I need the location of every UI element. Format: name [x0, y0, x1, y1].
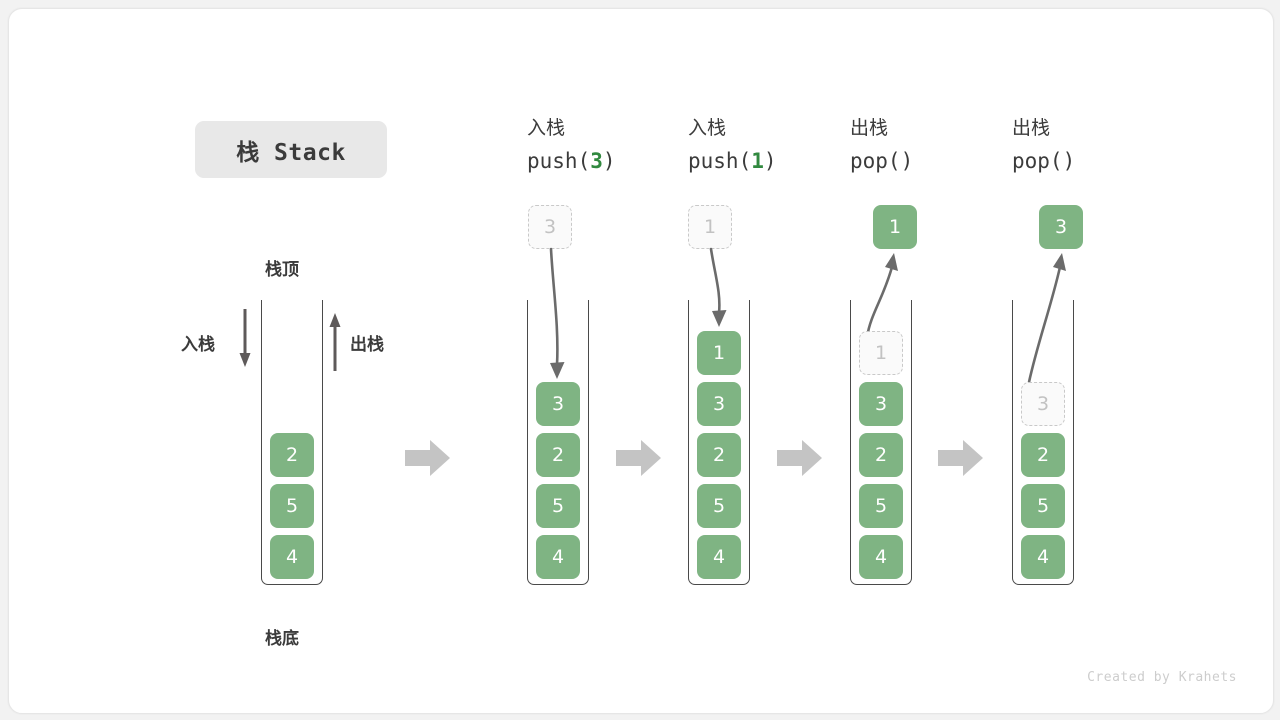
column-header-cn: 入栈 [527, 117, 566, 139]
stack-cell: 2 [859, 433, 903, 477]
pending-push-value: 1 [703, 216, 717, 238]
stack-cell: 3 [697, 382, 741, 426]
stack-container [261, 300, 323, 585]
column-header-code: push(1) [688, 149, 777, 173]
stack-cell: 5 [1021, 484, 1065, 528]
diagram-title-chip: 栈 Stack [195, 121, 387, 178]
pending-push-box: 3 [528, 205, 572, 249]
column-header-cn: 出栈 [850, 117, 889, 139]
page-title: 栈 Stack [236, 139, 346, 166]
stack-top-label: 栈顶 [265, 260, 299, 280]
stack-cell-removed: 3 [1021, 382, 1065, 426]
stack-cell-removed: 1 [859, 331, 903, 375]
stack-cell: 4 [697, 535, 741, 579]
step-arrow-icon [405, 437, 451, 484]
popped-value-box: 3 [1039, 205, 1083, 249]
stack-items: 4 5 2 3 1 [850, 300, 912, 585]
popped-value: 1 [888, 216, 902, 238]
stack-bottom-label: 栈底 [265, 629, 299, 649]
stack-cell: 4 [270, 535, 314, 579]
column-header-arg: 3 [590, 149, 603, 173]
stack-cell: 1 [697, 331, 741, 375]
stack-cell: 4 [536, 535, 580, 579]
column-header-code: pop() [850, 149, 914, 173]
pending-push-box: 1 [688, 205, 732, 249]
stack-items: 4 5 2 3 [527, 300, 589, 585]
popped-value-box: 1 [873, 205, 917, 249]
stack-items: 4 5 2 [261, 300, 323, 585]
push-motion-arrow-icon [687, 247, 747, 342]
column-header-code: pop() [1012, 149, 1076, 173]
step-arrow-icon [777, 437, 823, 484]
column-header-arg: 1 [751, 149, 764, 173]
stack-cell: 4 [1021, 535, 1065, 579]
pop-motion-arrow-icon [849, 247, 909, 344]
column-header-push-3: 入栈 push(3) [527, 115, 616, 176]
pop-direction-label: 出栈 [350, 335, 384, 355]
column-header-pop-3: 出栈 pop() [1012, 115, 1075, 176]
stack-cell: 2 [1021, 433, 1065, 477]
column-header-cn: 出栈 [1012, 117, 1051, 139]
stack-cell: 5 [859, 484, 903, 528]
stack-cell: 2 [270, 433, 314, 477]
stack-cell: 2 [536, 433, 580, 477]
stack-items: 4 5 2 3 1 [688, 300, 750, 585]
stack-cell: 5 [270, 484, 314, 528]
push-motion-arrow-icon [527, 247, 587, 392]
pending-push-value: 3 [543, 216, 557, 238]
column-header-push-1: 入栈 push(1) [688, 115, 777, 176]
diagram-card: 栈 Stack 栈顶 栈底 入栈 出栈 4 5 2 入栈 push(3) [8, 8, 1274, 714]
stack-cell: 3 [859, 382, 903, 426]
popped-value: 3 [1054, 216, 1068, 238]
column-header-code: push(3) [527, 149, 616, 173]
stack-container [527, 300, 589, 585]
credit-text: Created by Krahets [1087, 670, 1237, 685]
step-arrow-icon [938, 437, 984, 484]
stack-container [688, 300, 750, 585]
column-header-pop-1: 出栈 pop() [850, 115, 913, 176]
stack-container [850, 300, 912, 585]
stack-cell: 5 [697, 484, 741, 528]
pop-up-arrow-icon [327, 309, 343, 376]
column-header-cn: 入栈 [688, 117, 727, 139]
step-arrow-icon [616, 437, 662, 484]
pop-motion-arrow-icon [1009, 247, 1079, 394]
stack-cell: 5 [536, 484, 580, 528]
stack-cell: 2 [697, 433, 741, 477]
push-down-arrow-icon [237, 309, 253, 376]
stack-cell: 3 [536, 382, 580, 426]
stack-container [1012, 300, 1074, 585]
push-direction-label: 入栈 [181, 335, 215, 355]
stack-items: 4 5 2 3 [1012, 300, 1074, 585]
stack-cell: 4 [859, 535, 903, 579]
